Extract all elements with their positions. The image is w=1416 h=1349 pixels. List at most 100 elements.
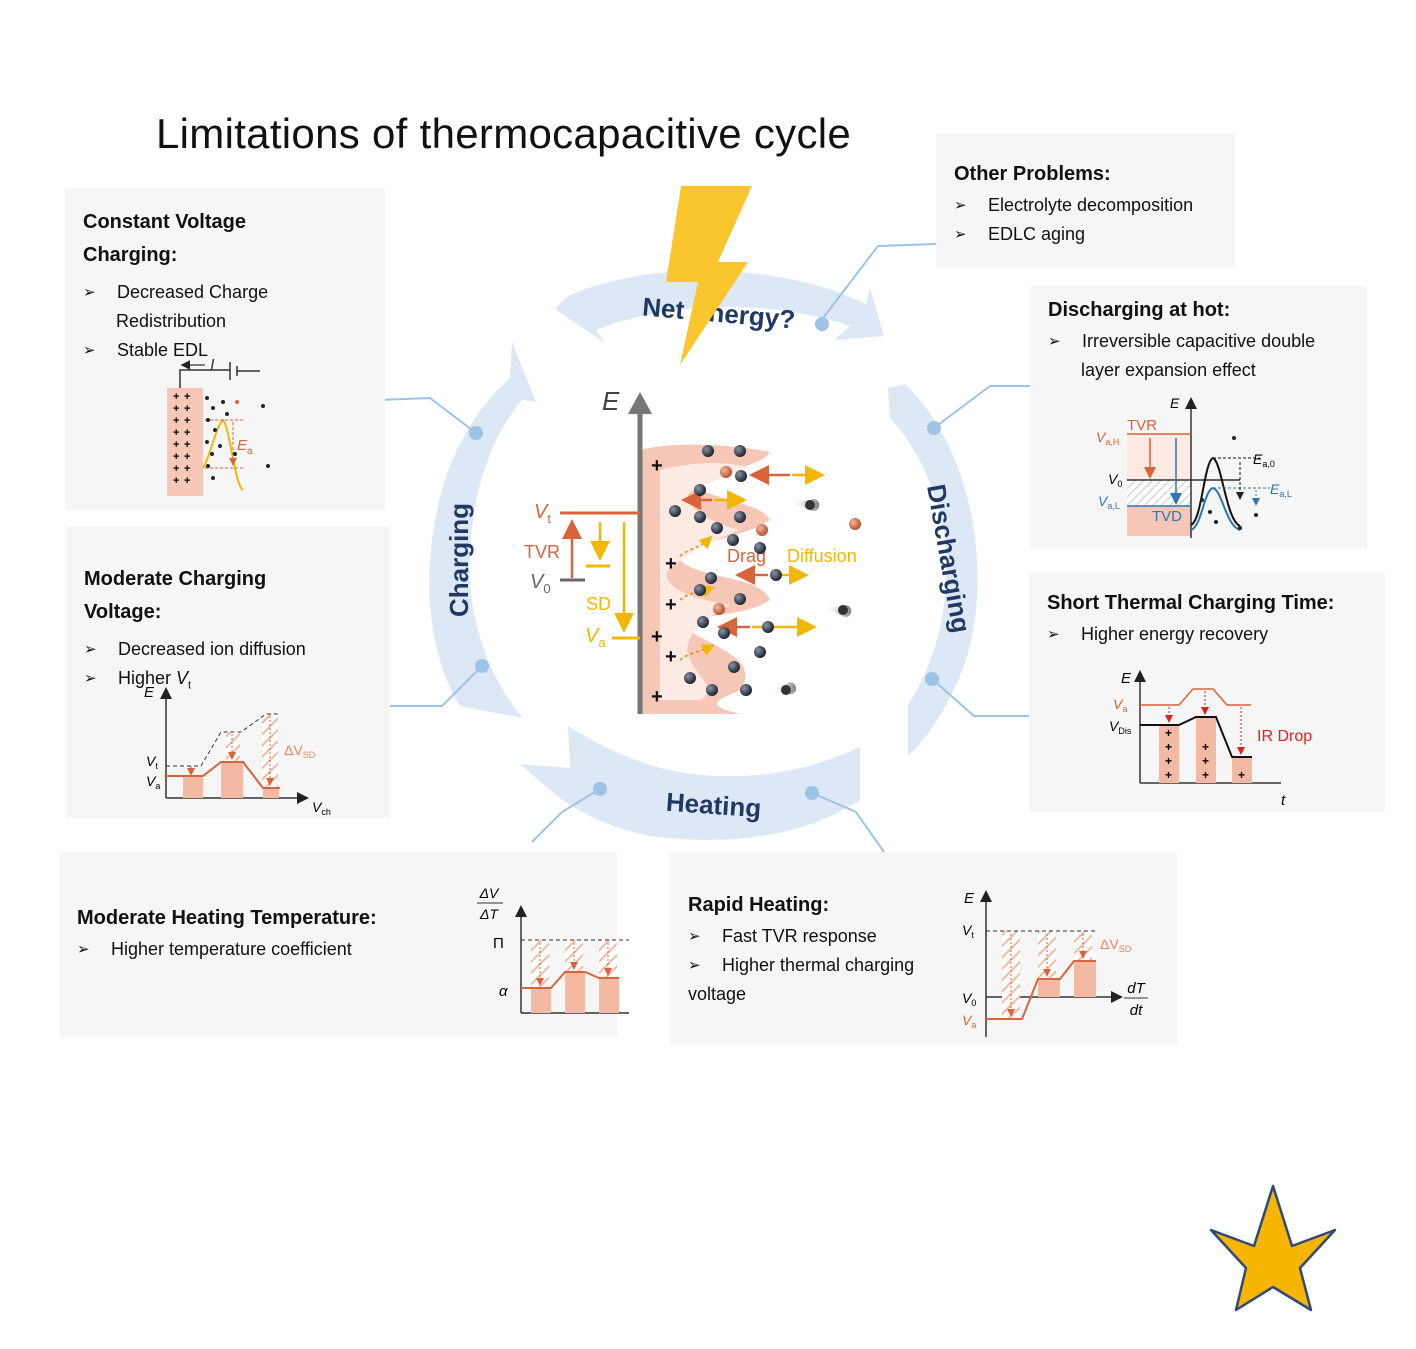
svg-text:+: + [184,463,190,475]
star-icon [1209,1184,1337,1312]
svg-text:ΔVSD: ΔVSD [284,742,316,760]
svg-text:+: + [184,415,190,427]
diffusion-label: Diffusion [787,546,857,566]
svg-text:Vt: Vt [146,753,158,771]
ions-orange [713,466,768,615]
box-title: Discharging at hot: [1048,299,1231,321]
svg-text:+: + [1238,768,1245,782]
svg-text:+: + [173,391,179,403]
heating-temperature-chart: ΔV ΔT Π α ΔVSD ΔT T [477,885,629,1014]
list-item: ➢Higher Vt [84,668,192,692]
box-title: Other Problems: [954,163,1111,185]
edl-diagram: I ++++ ++++ ++++ ++++ Ea [167,358,270,496]
svg-text:+: + [184,391,190,403]
svg-text:t: t [1281,792,1286,809]
lightning-icon [666,186,752,365]
charging-arrow [429,342,536,718]
svg-text:+: + [173,463,179,475]
svg-text:E: E [964,890,975,907]
center-va-label: Va [585,625,606,650]
svg-text:+: + [173,427,179,439]
charging-label: Charging [444,503,474,617]
svg-text:Va: Va [146,773,160,791]
svg-text:+: + [1165,740,1172,754]
svg-text:+: + [184,451,190,463]
svg-text:+: + [665,594,677,616]
net-energy-arrow [555,270,884,343]
svg-text:E: E [1121,670,1132,687]
list-item: ➢Electrolyte decomposition [954,195,1194,215]
list-item: ➢Irreversible capacitive double [1048,331,1316,351]
list-item: ➢Fast TVR response [688,926,877,946]
svg-text:ΔV: ΔV [479,885,500,901]
svg-text:+: + [1202,768,1209,782]
svg-text:+: + [184,475,190,487]
svg-text:Vt: Vt [962,922,974,940]
list-item: ➢Higher energy recovery [1047,624,1269,644]
svg-text:IR Drop: IR Drop [1257,728,1312,745]
svg-text:+: + [173,451,179,463]
other-problems-box: Other Problems: ➢Electrolyte decompositi… [936,134,1235,267]
rapid-heating-chart: E Vt V0 Va ΔVSD dT dt [962,890,1148,1037]
svg-text:+: + [1165,726,1172,740]
list-item: ➢EDLC aging [954,224,1086,244]
svg-text:TVR: TVR [1127,417,1157,434]
list-item: ➢Higher thermal charging [688,955,915,975]
plus-signs: +++ +++ [651,455,677,708]
svg-text:ΔVSD: ΔVSD [1100,936,1132,954]
svg-text:Va: Va [1113,696,1127,714]
list-item-cont: Redistribution [116,311,227,331]
svg-text:Va: Va [962,1012,976,1030]
svg-text:+: + [651,455,663,477]
charging-voltage-chart: E Vt Va ΔVSD Vch [144,684,331,817]
svg-text:TVD: TVD [1152,508,1182,525]
svg-text:Ea: Ea [237,437,253,457]
svg-text:I: I [210,358,215,374]
svg-text:+: + [1165,768,1172,782]
ion-tails [770,498,861,695]
svg-text:V0: V0 [962,990,976,1008]
svg-text:+: + [665,553,677,575]
svg-text:+: + [651,686,663,708]
center-v0-label: V0 [530,571,551,596]
list-item: ➢Decreased ion diffusion [84,639,306,659]
electrode [640,444,770,714]
list-item: ➢Decreased Charge [83,282,269,302]
svg-text:+: + [1165,754,1172,768]
svg-text:+: + [1202,740,1209,754]
ions [669,445,782,696]
center-sd-label: SD [586,594,611,614]
discharging-hot-box: Discharging at hot: ➢Irreversible capaci… [1030,286,1367,549]
svg-text:+: + [651,626,663,648]
list-item: ➢Stable EDL [83,340,209,360]
heating-label: Heating [665,787,762,824]
svg-text:+: + [173,475,179,487]
list-item: ➢Higher temperature coefficient [77,939,352,959]
svg-text:ΔVSD: ΔVSD [628,942,629,959]
svg-text:+: + [173,439,179,451]
list-item-cont: layer expansion effect [1081,360,1256,380]
svg-text:ΔT: ΔT [479,906,499,922]
short-thermal-box: Short Thermal Charging Time: ➢Higher ene… [1029,573,1385,812]
svg-text:dt: dt [1130,1002,1143,1019]
svg-text:α: α [499,983,508,1000]
cycle-arrows [429,270,978,840]
heating-arrow [520,726,860,840]
svg-text:V0: V0 [1108,471,1122,489]
svg-text:+: + [1202,754,1209,768]
svg-text:E: E [1170,395,1180,411]
svg-text:+: + [173,415,179,427]
box-title: Moderate Heating Temperature: [77,907,377,929]
svg-text:Va,H: Va,H [1096,429,1119,447]
thermal-time-chart: E Va VDis ++++ +++ + IR Drop t [1109,670,1312,809]
box-title: Short Thermal Charging Time: [1047,592,1335,614]
center-illustration: E +++ +++ Vt TVR V0 SD Va Drag Diffusion [524,386,861,714]
svg-text:VDis: VDis [1109,718,1132,736]
center-vt-label: Vt [534,501,551,526]
connector-dots [469,317,941,800]
svg-text:Vch: Vch [312,799,331,817]
